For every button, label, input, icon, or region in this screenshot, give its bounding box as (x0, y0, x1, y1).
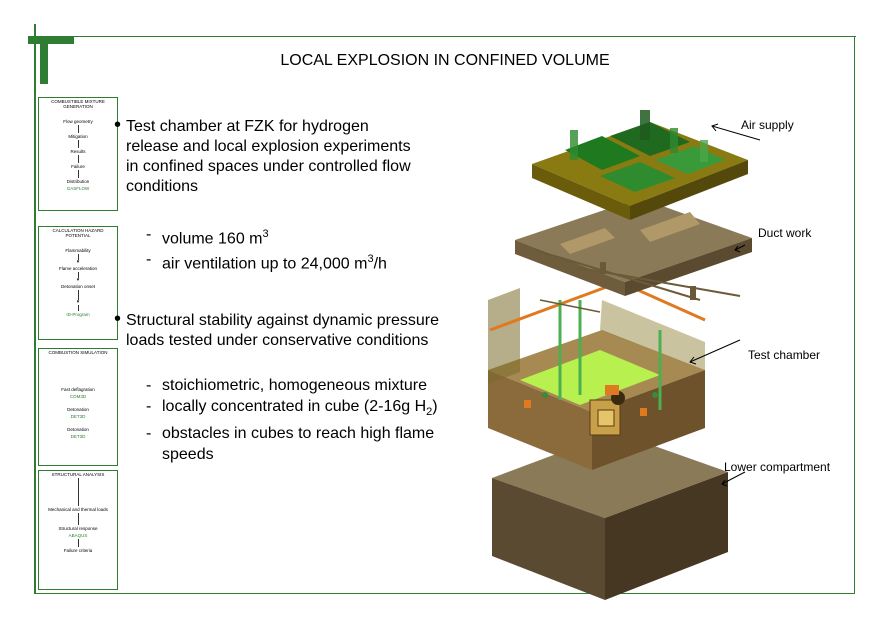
label-lower-compartment: Lower compartment (724, 460, 831, 474)
arrow-down-icon: ▾ (76, 277, 80, 283)
box-footer: Failure criteria (63, 548, 93, 553)
box-footer: Detonation (67, 427, 89, 432)
sub-item-text: obstacles in cubes to reach high flame (162, 425, 435, 443)
frame-top-line (34, 36, 856, 37)
sidebar-box-combustion: COMBUSTION SIMULATION Fast deflagration … (38, 348, 118, 466)
superscript: 3 (262, 228, 269, 240)
box-heading: COMBUSTION SIMULATION (48, 350, 108, 355)
label-test-chamber: Test chamber (748, 348, 821, 362)
connector-line (77, 478, 79, 506)
bullet-line: in confined spaces under controlled flow (126, 158, 411, 175)
box-step: Fast deflagration (61, 387, 95, 392)
dash-icon: - (146, 251, 152, 269)
frame-corner-stub (40, 44, 48, 84)
arrow-down-icon: ▾ (76, 259, 80, 265)
box-step-code: COM3D (69, 394, 87, 399)
frame-right-line (854, 36, 855, 594)
box-step-code: DET3D (70, 414, 86, 419)
sub-item-concentration: - locally concentrated in cube (2-16g H2… (146, 396, 492, 423)
box-footer: Distribution (66, 179, 90, 184)
connector-line (77, 539, 79, 547)
box-step: Detonation (67, 407, 89, 412)
box-step: Mitigation (68, 134, 88, 139)
label-arrows (689, 123, 761, 487)
air-supply-top (532, 110, 748, 220)
sub-item-obstacles: - obstacles in cubes to reach high flame… (146, 423, 492, 465)
sub-item-text: locally concentrated in cube (2-16g H (162, 398, 427, 415)
frame-left-line (34, 24, 36, 594)
arrow-down-icon: ▾ (76, 299, 80, 305)
connector-line (77, 272, 79, 278)
sublist-volume: - volume 160 m3 - air ventilation up to … (146, 224, 462, 275)
sub-item-text: ) (432, 398, 438, 415)
box-footer-code: ID-Program (66, 312, 90, 317)
label-air-supply: Air supply (741, 118, 794, 132)
connector-line (77, 513, 79, 525)
box-step: Structural response (58, 526, 98, 531)
box-step: Flame acceleration (58, 266, 98, 271)
box-step: Detonation onset (60, 284, 96, 289)
sub-item-ventilation: - air ventilation up to 24,000 m3/h (146, 249, 462, 274)
box-step: Results (70, 149, 86, 154)
bullet-test-chamber: • Test chamber at FZK for hydrogen relea… (114, 115, 466, 197)
page-title: LOCAL EXPLOSION IN CONFINED VOLUME (280, 52, 610, 69)
connector-line (77, 254, 79, 260)
sub-item-text: speeds (162, 446, 214, 464)
sub-item-mixture: - stoichiometric, homogeneous mixture (146, 375, 492, 396)
box-footer-code: GASFLOW (66, 186, 90, 191)
sublist-conditions: - stoichiometric, homogeneous mixture - … (146, 375, 492, 465)
duct-work-plate (515, 198, 752, 313)
sidebar-box-generation: COMBUSTIBLE MIXTURE GENERATION Flow geom… (38, 97, 118, 211)
connector-line (77, 155, 79, 163)
box-heading: COMBUSTIBLE MIXTURE GENERATION (51, 99, 105, 109)
bullet-dot-icon: • (114, 308, 122, 330)
sub-item-text: stoichiometric, homogeneous mixture (162, 377, 428, 394)
connector-line (77, 140, 79, 148)
dash-icon: - (146, 425, 152, 443)
lower-compartment-block (492, 432, 728, 600)
box-step: Flow geometry (63, 119, 93, 124)
bullet-line: Structural stability against dynamic pre… (126, 312, 440, 329)
box-footer-code: DET3D (70, 434, 86, 439)
box-step: Mechanical and thermal loads (48, 507, 108, 512)
bullet-line: conditions (126, 178, 199, 195)
box-heading: CALCULATION HAZARD POTENTIAL (52, 228, 104, 238)
dash-icon: - (146, 398, 152, 415)
superscript: 3 (367, 253, 374, 266)
bullet-dot-icon: • (114, 114, 122, 136)
test-chamber-box (488, 280, 706, 470)
subscript: 2 (426, 406, 433, 419)
bullet-line: loads tested under conservative conditio… (126, 332, 429, 349)
box-step: Failure (71, 164, 85, 169)
sub-item-text: air ventilation up to 24,000 m (162, 255, 368, 273)
box-step: Flammability (65, 248, 91, 253)
connector-line (77, 290, 79, 300)
sub-item-text: /h (373, 255, 387, 273)
connector-line (77, 170, 79, 178)
frame-bottom-line (34, 593, 855, 594)
box-step-code: ABAQUS (68, 533, 88, 538)
bullet-line: release and local explosion experiments (126, 138, 411, 155)
bullet-line: Test chamber at FZK for hydrogen (126, 118, 369, 135)
sidebar-box-hazard: CALCULATION HAZARD POTENTIAL Flammabilit… (38, 226, 118, 340)
bullet-structural-stability: • Structural stability against dynamic p… (114, 309, 496, 351)
dash-icon: - (146, 226, 152, 243)
sub-item-volume: - volume 160 m3 (146, 224, 462, 249)
dash-icon: - (146, 377, 152, 394)
connector-line (77, 125, 79, 133)
sidebar-box-structural: STRUCTURAL ANALYSIS Mechanical and therm… (38, 470, 118, 590)
box-heading: STRUCTURAL ANALYSIS (51, 472, 105, 477)
label-duct-work: Duct work (758, 226, 812, 240)
connector-line (77, 305, 79, 311)
frame-corner-bar (28, 36, 74, 44)
sub-item-text: volume 160 m (162, 230, 263, 248)
